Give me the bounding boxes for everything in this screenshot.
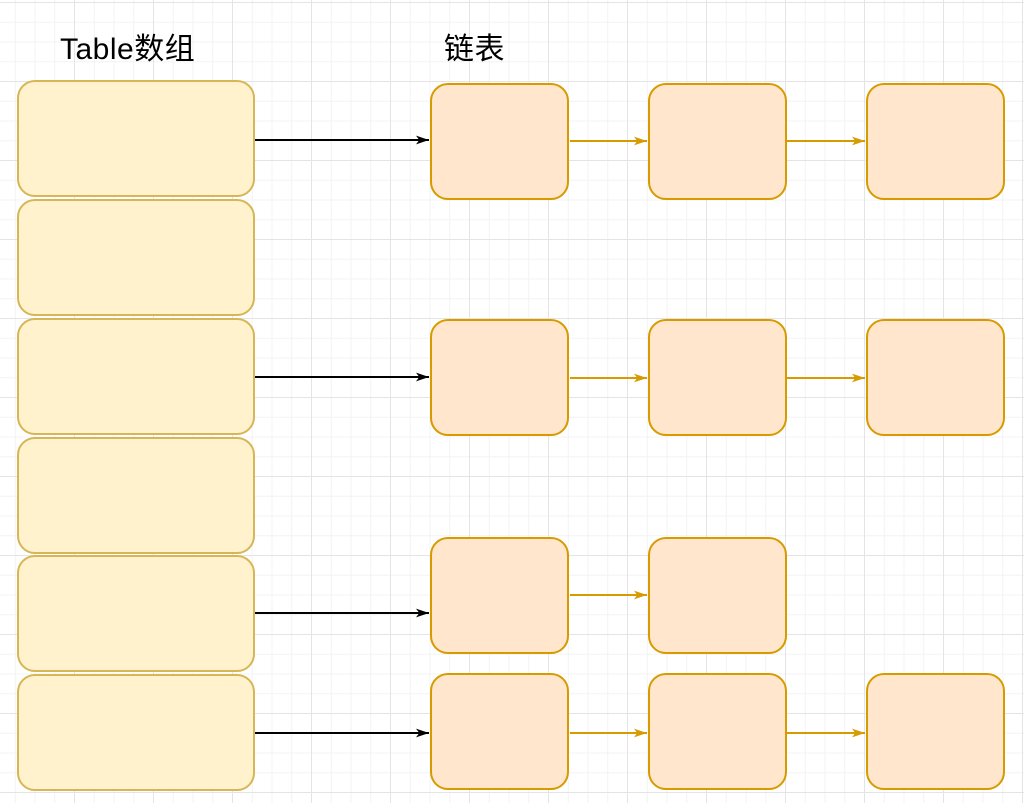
list-node: [430, 537, 569, 654]
list-node: [430, 83, 569, 200]
list-node: [648, 83, 787, 200]
table-bucket: [17, 80, 255, 197]
list-node: [866, 83, 1005, 200]
table-bucket: [17, 674, 255, 791]
table-bucket: [17, 555, 255, 672]
list-node: [866, 673, 1005, 790]
table-array-title: Table数组: [60, 33, 196, 66]
table-bucket: [17, 437, 255, 554]
list-node: [648, 319, 787, 436]
list-node: [430, 673, 569, 790]
table-bucket: [17, 318, 255, 435]
table-bucket: [17, 199, 255, 316]
list-node: [866, 319, 1005, 436]
list-node: [430, 319, 569, 436]
linked-list-title: 链表: [444, 33, 505, 66]
list-node: [648, 673, 787, 790]
list-node: [648, 537, 787, 654]
